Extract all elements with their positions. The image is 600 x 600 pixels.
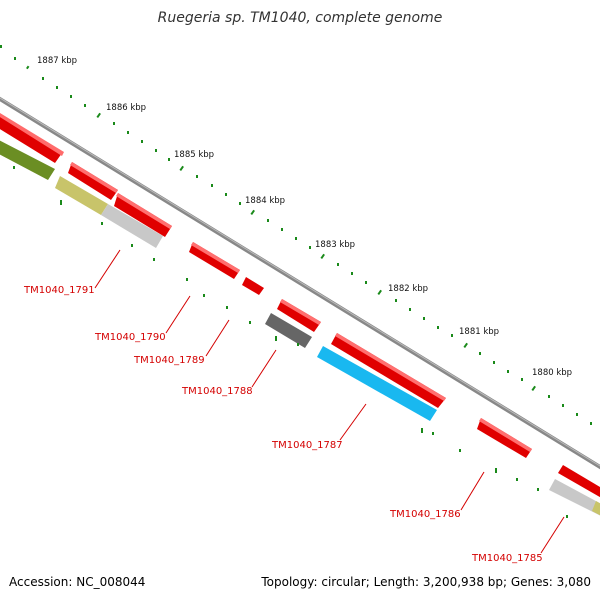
label-leader-lines: [94, 249, 565, 554]
scale-label-1886: 1886 kbp: [106, 103, 146, 113]
scale-label-1881: 1881 kbp: [459, 327, 499, 337]
accession-text: Accession: NC_008044: [9, 575, 146, 589]
feature-khaki: [55, 176, 108, 215]
genome-backbone: [0, 96, 600, 470]
gene-label-tm1040-1790: TM1040_1790: [94, 332, 166, 343]
gene-label-tm1040-1785: TM1040_1785: [471, 553, 543, 564]
forward-strand-features: [0, 113, 600, 498]
feature-dark-gray: [265, 313, 312, 348]
major-tick: [26, 65, 30, 70]
cds-forward: [558, 465, 600, 498]
feature-light-gray: [549, 479, 600, 516]
feature-light-gray: [101, 204, 163, 248]
cds-forward: [68, 162, 118, 200]
scale-labels: 1887 kbp 1886 kbp 1885 kbp 1884 kbp 1883…: [37, 56, 572, 378]
feature-cyan: [317, 346, 437, 421]
feature-khaki: [592, 501, 600, 516]
gene-label-tm1040-1789: TM1040_1789: [133, 355, 205, 366]
map-title: Ruegeria sp. TM1040, complete genome: [157, 10, 443, 26]
cds-forward: [114, 193, 172, 237]
scale-label-1885: 1885 kbp: [174, 150, 214, 160]
feature-olive: [0, 140, 55, 180]
inner-tick-track: [13, 166, 568, 518]
gene-label-tm1040-1788: TM1040_1788: [181, 386, 253, 397]
cds-forward: [331, 333, 446, 408]
cds-forward: [242, 277, 264, 295]
gene-label-tm1040-1787: TM1040_1787: [271, 440, 343, 451]
scale-label-1880: 1880 kbp: [532, 368, 572, 378]
scale-label-1883: 1883 kbp: [315, 240, 355, 250]
gene-labels: TM1040_1791 TM1040_1790 TM1040_1789 TM10…: [23, 285, 543, 564]
scale-label-1887: 1887 kbp: [37, 56, 77, 66]
scale-label-1884: 1884 kbp: [245, 196, 285, 206]
scale-label-1882: 1882 kbp: [388, 284, 428, 294]
genome-summary-text: Topology: circular; Length: 3,200,938 bp…: [261, 575, 591, 589]
cds-forward: [277, 299, 321, 332]
outer-tick-track: [0, 45, 592, 425]
gene-label-tm1040-1786: TM1040_1786: [389, 509, 461, 520]
gene-label-tm1040-1791: TM1040_1791: [23, 285, 95, 296]
cds-forward: [0, 115, 62, 163]
feature-track: [0, 140, 600, 516]
